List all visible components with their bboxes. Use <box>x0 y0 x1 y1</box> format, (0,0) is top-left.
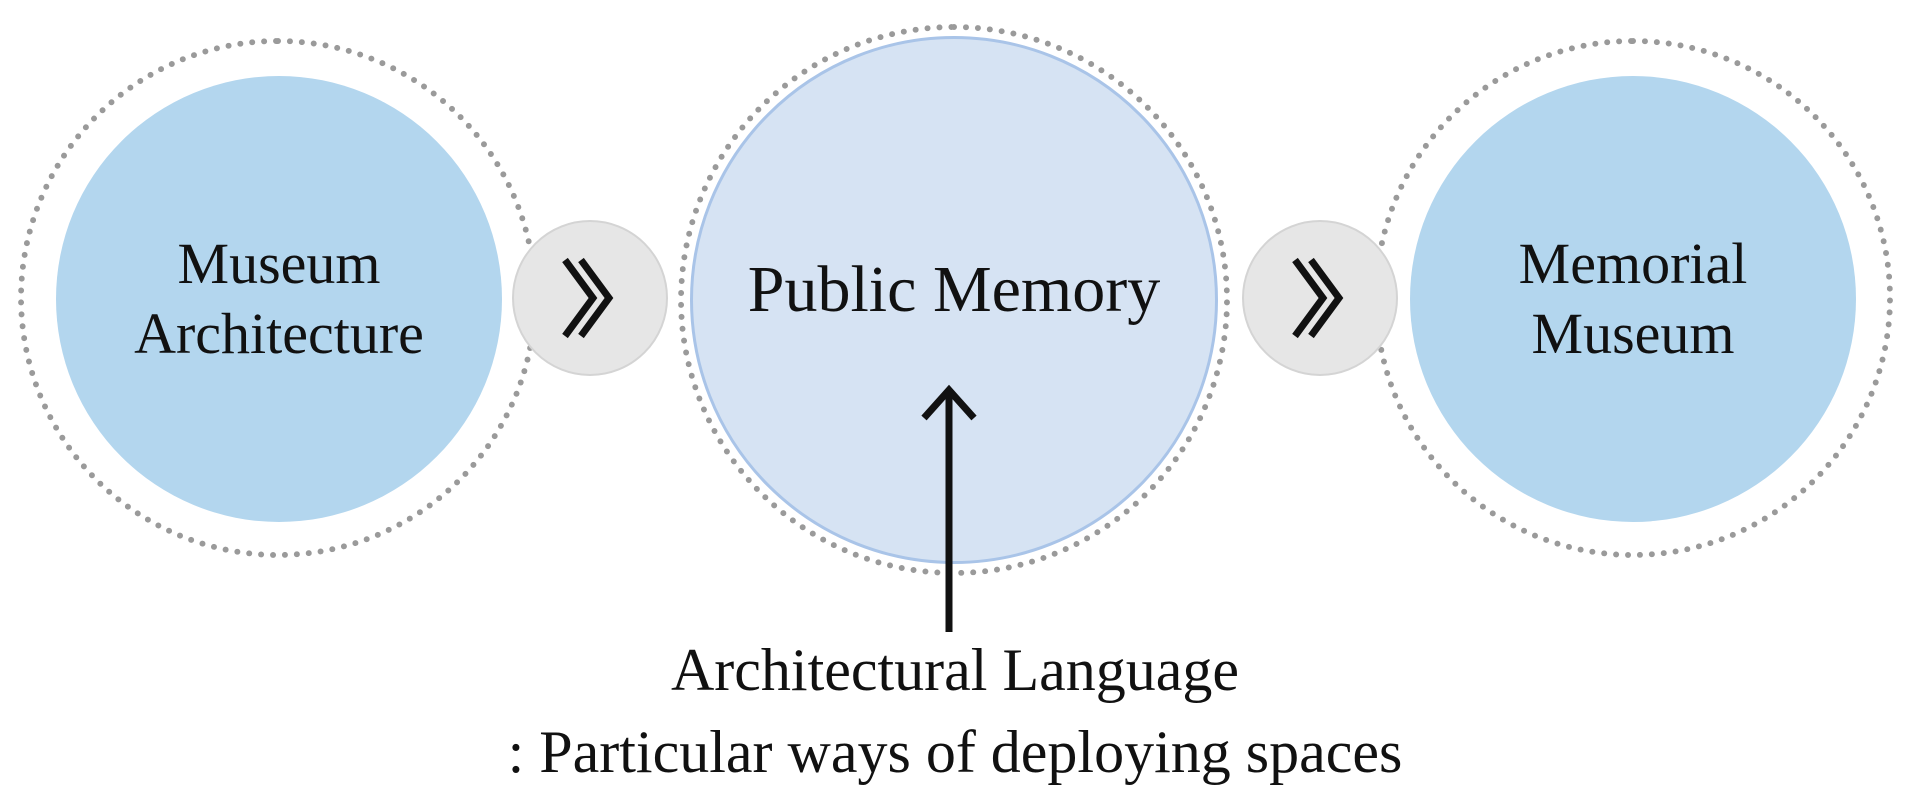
public-memory-circle: Public Memory <box>690 36 1218 564</box>
arrow-up-icon <box>921 384 977 632</box>
annotation-description: : Particular ways of deploying spaces <box>507 719 1403 785</box>
double-chevron-right-icon <box>1292 257 1344 339</box>
museum-architecture-label: Museum Architecture <box>134 231 424 366</box>
double-chevron-right-icon <box>562 257 614 339</box>
public-memory-label: Public Memory <box>747 253 1161 327</box>
memorial-museum-label: Memorial Museum <box>1518 231 1748 366</box>
center-dotted-ring <box>678 24 1230 576</box>
memorial-museum-circle: Memorial Museum <box>1410 76 1856 522</box>
connector-right <box>1242 220 1398 376</box>
museum-architecture-circle: Museum Architecture <box>56 76 502 522</box>
connector-left <box>512 220 668 376</box>
annotation-title: Architectural Language <box>670 637 1240 703</box>
